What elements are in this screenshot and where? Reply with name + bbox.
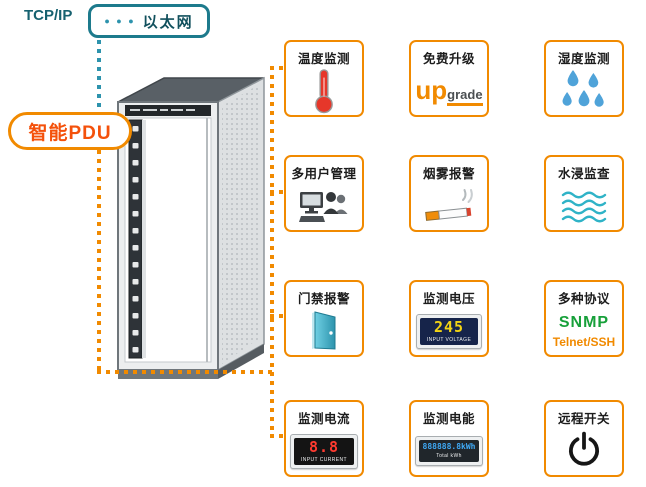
server-rack-illustration [117, 76, 265, 379]
feature-label: 免费升级 [422, 52, 475, 66]
feature-label: 烟雾报警 [422, 167, 475, 181]
feature-label: 监测电压 [422, 292, 475, 306]
voltage-caption: INPUT VOLTAGE [426, 336, 472, 343]
door-icon [286, 307, 362, 355]
energy-caption: Total kWh [436, 453, 462, 459]
connector-pdu-down [97, 150, 101, 372]
users-computer-icon [286, 182, 362, 230]
upgrade-up-text: up [415, 74, 448, 105]
voltage-display: 245 INPUT VOLTAGE [411, 307, 487, 355]
feature-temperature: 温度监测 [284, 40, 364, 117]
feature-door-alarm: 门禁报警 [284, 280, 364, 357]
connector-branch-row2 [270, 190, 284, 194]
energy-value: 888888.8kWh [422, 442, 476, 451]
water-waves-icon [546, 182, 622, 230]
connector-bottom-horizontal [97, 370, 274, 374]
connector-ethernet-to-pdu [97, 40, 101, 112]
feature-current: 监测电流 8.8 INPUT CURRENT [284, 400, 364, 477]
connector-branch-row4 [270, 434, 284, 438]
feature-label: 湿度监测 [557, 52, 610, 66]
current-value: 8.8 [308, 437, 340, 456]
voltage-value: 245 [433, 317, 465, 336]
current-caption: INPUT CURRENT [301, 456, 347, 463]
feature-smoke-alarm: 烟雾报警 [409, 155, 489, 232]
feature-water-leak: 水浸监查 [544, 155, 624, 232]
connector-trunk-vertical [270, 66, 274, 438]
smart-pdu-label: 智能PDU [28, 122, 112, 144]
feature-multi-user: 多用户管理 [284, 155, 364, 232]
protocols-wordmark: SNMP Telnet/SSH [546, 307, 622, 355]
cigarette-smoke-icon [411, 182, 487, 230]
feature-remote-switch: 远程开关 [544, 400, 624, 477]
energy-display: 888888.8kWh Total kWh [411, 427, 487, 475]
feature-label: 水浸监查 [557, 167, 610, 181]
feature-label: 多用户管理 [291, 167, 357, 181]
upgrade-grade-text: grade [447, 87, 483, 106]
feature-energy: 监测电能 888888.8kWh Total kWh [409, 400, 489, 477]
feature-voltage: 监测电压 245 INPUT VOLTAGE [409, 280, 489, 357]
feature-humidity: 湿度监测 [544, 40, 624, 117]
feature-label: 监测电能 [422, 412, 475, 426]
tcpip-label: TCP/IP [24, 7, 73, 24]
ethernet-dots: ● ● ● [104, 16, 136, 26]
feature-label: 门禁报警 [297, 292, 350, 306]
telnet-ssh-label: Telnet/SSH [552, 334, 616, 349]
ethernet-box: ● ● ● 以太网 [88, 4, 210, 38]
ethernet-label: 以太网 [142, 13, 194, 31]
feature-protocols: 多种协议 SNMP Telnet/SSH [544, 280, 624, 357]
thermometer-icon [286, 67, 362, 115]
connector-branch-row3 [270, 314, 284, 318]
feature-label: 多种协议 [557, 292, 610, 306]
connector-branch-row1 [270, 66, 284, 70]
current-display: 8.8 INPUT CURRENT [286, 427, 362, 475]
power-icon [546, 427, 622, 475]
humidity-drops-icon [546, 67, 622, 115]
feature-label: 远程开关 [557, 412, 610, 426]
feature-label: 监测电流 [297, 412, 350, 426]
snmp-label: SNMP [558, 313, 610, 331]
smart-pdu-badge: 智能PDU [8, 112, 132, 150]
feature-label: 温度监测 [297, 52, 350, 66]
